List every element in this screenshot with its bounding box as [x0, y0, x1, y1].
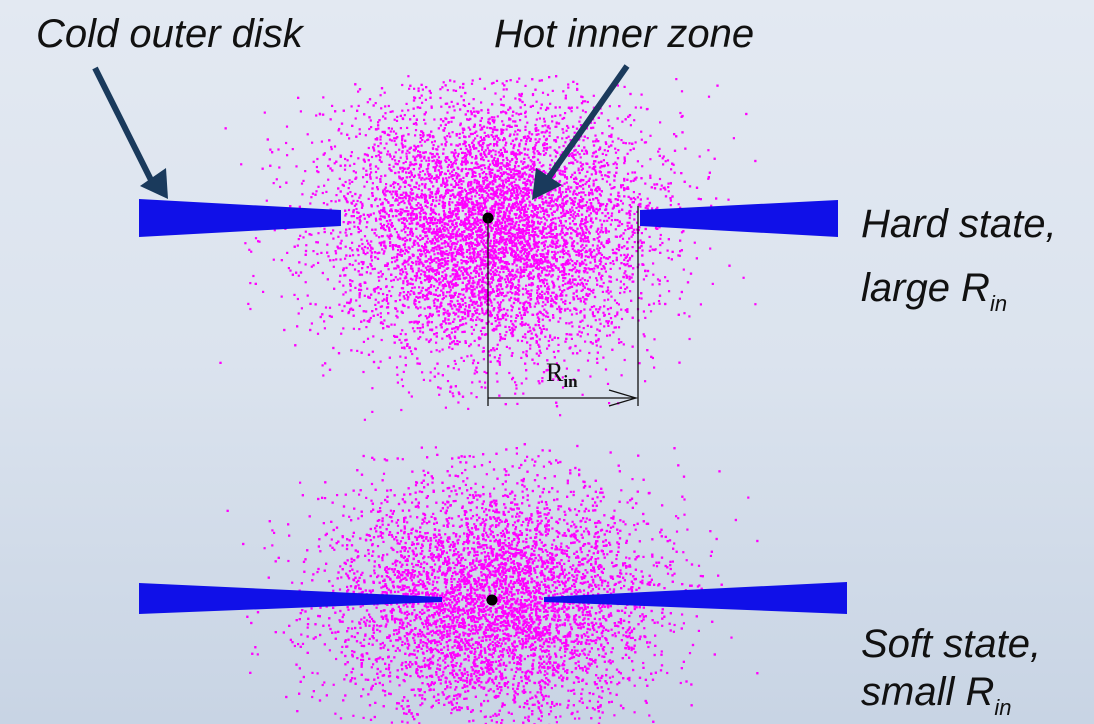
hard-state-subscript: in — [989, 291, 1008, 316]
cold-disk-pointer-arrowhead — [140, 168, 168, 199]
cold-disk-pointer-arrow — [92, 66, 155, 184]
cold-disk-right-hard — [640, 200, 838, 237]
rin-arrowhead — [608, 389, 639, 407]
hot-corona-soft-state — [226, 443, 759, 724]
hot-zone-pointer-arrow — [544, 64, 630, 182]
hot-zone-label: Hot inner zone — [494, 12, 755, 56]
cold-disk-label: Cold outer disk — [36, 12, 303, 56]
soft-state-label: Soft state, — [861, 624, 1041, 664]
hot-zone-pointer-arrowhead — [532, 168, 562, 200]
soft-state-rin-label: small Rin — [861, 672, 1011, 719]
cold-disk-left-soft — [139, 583, 442, 614]
rin-dimension-label: Rin — [546, 358, 578, 392]
hard-state-line2: large R — [861, 266, 990, 310]
rin-sub: in — [563, 372, 578, 391]
cold-disk-right-soft — [544, 582, 847, 614]
hard-state-label: Hard state, — [861, 204, 1057, 244]
hard-state-line1: Hard state, — [861, 202, 1057, 246]
cold-disk-left-hard — [139, 199, 341, 237]
rin-main: R — [546, 358, 564, 387]
soft-state-line1: Soft state, — [861, 622, 1042, 666]
black-hole-soft — [486, 594, 498, 606]
soft-state-subscript: in — [994, 695, 1012, 720]
soft-state-line2: small R — [861, 670, 995, 714]
hot-corona-hard-state — [219, 75, 757, 421]
hard-state-rin-label: large Rin — [861, 268, 1007, 315]
